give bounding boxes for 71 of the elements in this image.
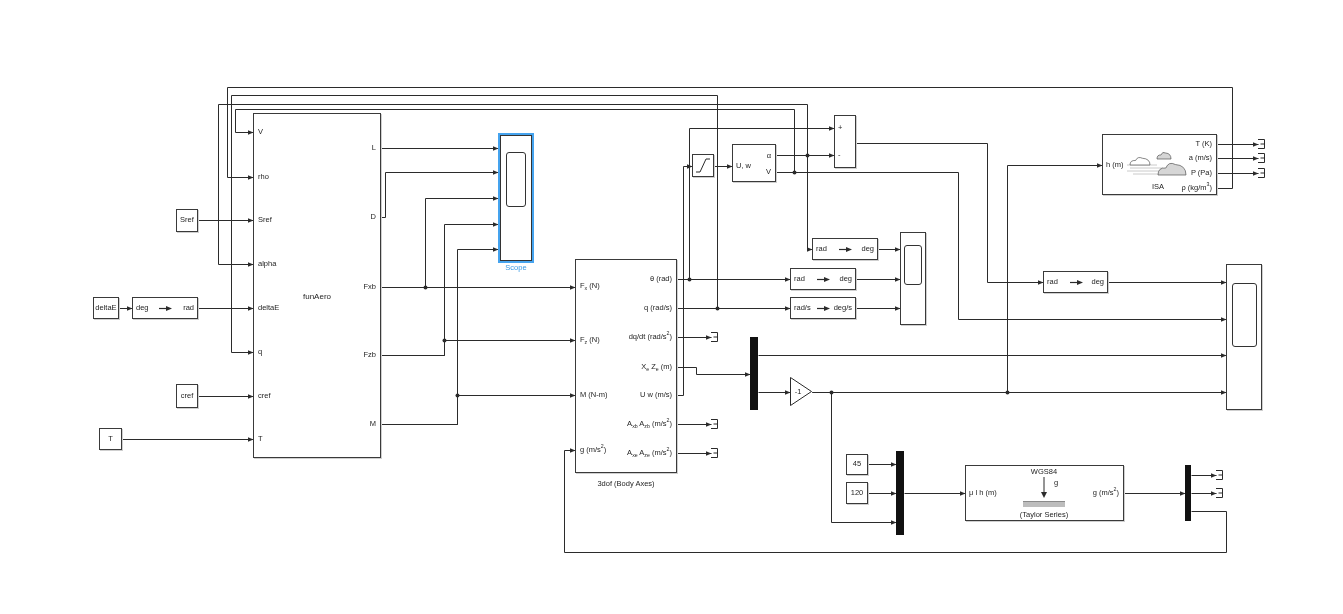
terminator-symbol — [1258, 139, 1265, 149]
signal-arrow — [218, 104, 808, 267]
signal-arrow — [856, 143, 1044, 285]
signal-arrow — [776, 155, 813, 252]
signal-arrow — [198, 306, 254, 311]
signal-arrow — [1217, 142, 1259, 147]
signal-arrow — [1191, 473, 1217, 478]
signal-arrow — [1217, 171, 1259, 176]
signal-arrow — [381, 196, 499, 288]
signal-arrow — [1108, 280, 1227, 285]
signal-arrow — [381, 247, 499, 425]
signal-arrow — [564, 448, 1227, 553]
constant-block — [93, 297, 119, 319]
signal-arrow — [1124, 491, 1186, 496]
terminator-symbol — [1258, 153, 1265, 163]
scope-block — [1226, 264, 1262, 410]
unit-conversion-block — [812, 238, 878, 260]
atmosphere-model-block — [1102, 134, 1217, 195]
unit-conversion-block — [1043, 271, 1108, 293]
signal-arrow — [856, 277, 901, 282]
signal-arrow — [904, 491, 966, 496]
signal-arrow — [714, 164, 733, 169]
unit-conversion-block — [790, 297, 856, 319]
signal-arrow — [677, 335, 712, 340]
signal-arrow — [758, 353, 1227, 358]
signal-arrow — [381, 146, 499, 151]
signal-arrow — [758, 390, 791, 395]
signal-arrow — [868, 462, 897, 467]
signal-arrow — [868, 491, 897, 496]
signal-arrow — [677, 164, 693, 396]
scope-block — [900, 232, 926, 325]
signal-arrow — [677, 422, 712, 427]
mux-bar — [750, 337, 758, 410]
constant-block — [176, 209, 198, 232]
gain-triangle — [790, 377, 812, 406]
signal-arrow — [381, 222, 499, 356]
incidence-airspeed-block — [732, 144, 776, 182]
signal-arrow — [198, 218, 254, 223]
signal-arrow — [1191, 491, 1217, 496]
terminator-symbol — [1216, 470, 1223, 480]
gravity-model-block — [965, 465, 1124, 521]
terminator-symbol — [711, 332, 718, 342]
signal-arrow — [878, 247, 901, 252]
signal-arrow — [677, 451, 712, 456]
function-block — [253, 113, 381, 458]
signal-arrow — [812, 163, 1103, 393]
constant-block — [846, 454, 868, 475]
signal-arrow — [677, 126, 835, 280]
unit-conversion-block — [790, 268, 856, 290]
signal-arrow — [122, 437, 254, 442]
signal-arrow — [231, 95, 718, 355]
signal-arrow — [235, 109, 795, 173]
signal-arrow — [198, 394, 254, 399]
signal-arrow — [227, 87, 1233, 189]
terminator-symbol — [711, 448, 718, 458]
terminator-symbol — [1216, 488, 1223, 498]
signal-arrow — [677, 367, 751, 377]
constant-block — [176, 384, 198, 408]
mux-bar — [896, 451, 904, 535]
block-name: funAero — [303, 292, 331, 302]
terminator-symbol — [1258, 168, 1265, 178]
terminator-symbol — [711, 419, 718, 429]
constant-block — [99, 428, 122, 450]
signal-arrow — [1217, 156, 1259, 161]
signal-arrow — [381, 170, 499, 218]
signal-arrow — [856, 306, 901, 311]
constant-block — [846, 482, 868, 504]
sum-block — [834, 115, 856, 168]
signal-arrow — [119, 306, 133, 311]
unit-conversion-block — [132, 297, 198, 319]
mux-bar — [1185, 465, 1191, 521]
